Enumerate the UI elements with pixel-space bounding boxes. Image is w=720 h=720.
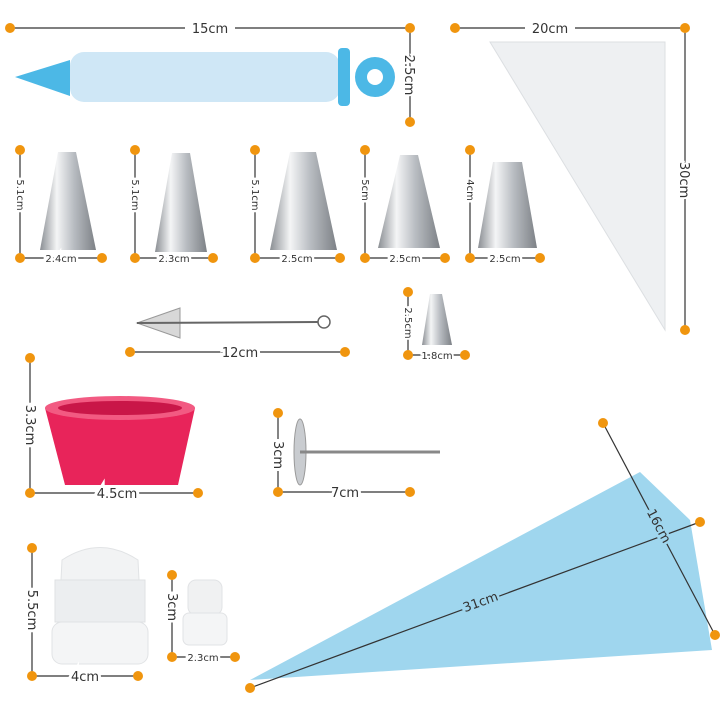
tip2-width-label: 2.3cm bbox=[158, 254, 189, 265]
small-coupler-height-label: 3cm bbox=[164, 593, 179, 621]
tip1-width-label: 2.4cm bbox=[45, 254, 76, 265]
tip5-width-label: 2.5cm bbox=[489, 254, 520, 265]
silicone-cupcake-liner bbox=[45, 396, 195, 485]
cup-height-label: 3.3cm bbox=[22, 405, 37, 446]
large-coupler bbox=[51, 547, 149, 665]
clear-bag-height-label: 30cm bbox=[676, 162, 691, 198]
disposable-bag-clear bbox=[489, 41, 666, 332]
large-coupler-height-label: 5.5cm bbox=[24, 590, 39, 631]
tip2-height-label: 5.1cm bbox=[129, 179, 140, 210]
decorating-pen bbox=[15, 48, 395, 106]
small-tip-width-label: 1.8cm bbox=[421, 351, 452, 362]
tip4-width-label: 2.5cm bbox=[389, 254, 420, 265]
cup-width-label: 4.5cm bbox=[97, 487, 138, 502]
flower-nail bbox=[293, 418, 440, 486]
small-coupler-width-label: 2.3cm bbox=[187, 653, 218, 664]
tip4-height-label: 5cm bbox=[359, 179, 370, 201]
tip3-height-label: 5.1cm bbox=[249, 179, 260, 210]
tip3-width-label: 2.5cm bbox=[281, 254, 312, 265]
tip-dimension-lines bbox=[19, 150, 540, 259]
small-coupler bbox=[182, 579, 228, 646]
small-tip-height-label: 2.5cm bbox=[402, 307, 413, 338]
pen-diameter-label: 2.5cm bbox=[401, 55, 416, 96]
dimension-endpoints bbox=[5, 23, 720, 693]
nail-diameter-label: 3cm bbox=[270, 441, 285, 469]
nail-length-label: 7cm bbox=[331, 486, 359, 501]
pen-length-label: 15cm bbox=[192, 22, 228, 37]
piping-tips bbox=[40, 152, 537, 252]
large-coupler-width-label: 4cm bbox=[71, 670, 99, 685]
tip5-height-label: 4cm bbox=[464, 179, 475, 201]
silicone-piping-bag bbox=[250, 472, 712, 680]
clear-bag-width-label: 20cm bbox=[532, 22, 568, 37]
small-piping-tip bbox=[422, 294, 452, 345]
brush-length-label: 12cm bbox=[222, 346, 258, 361]
tip1-height-label: 5.1cm bbox=[14, 179, 25, 210]
cleaning-brush bbox=[135, 307, 331, 339]
